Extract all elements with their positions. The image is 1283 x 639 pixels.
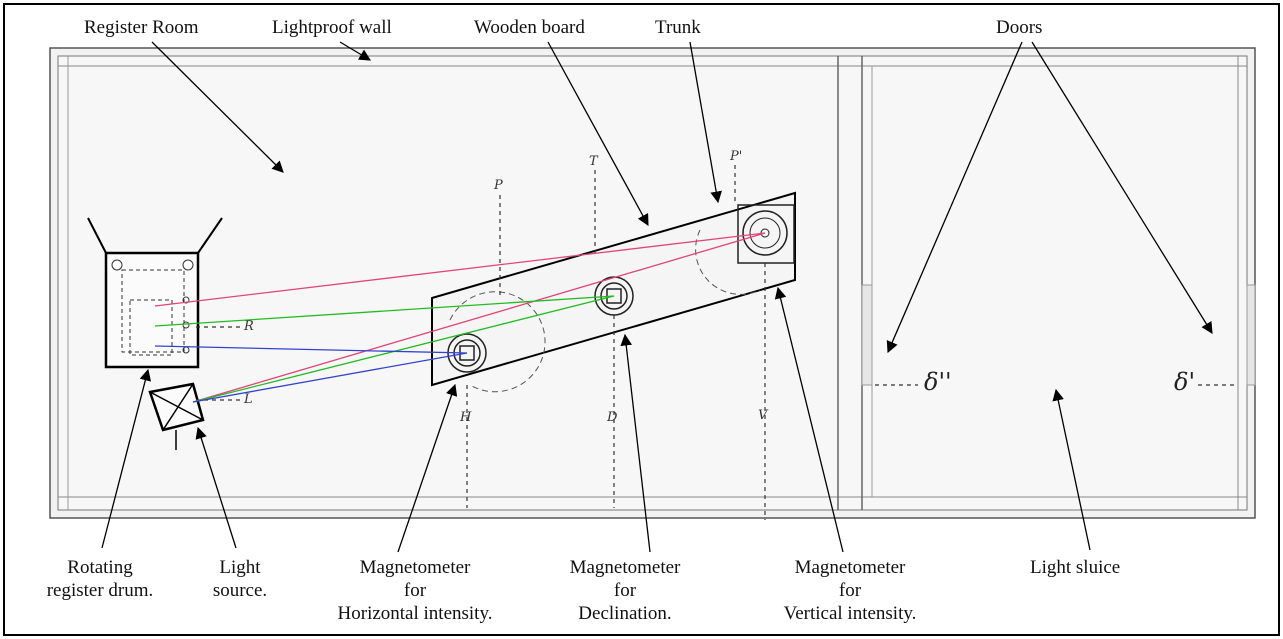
mark-p-prime: P' [730,149,743,164]
magnetometer-vertical [737,204,795,264]
mark-l: L [244,392,253,407]
beam-declination-to-drum [154,295,615,327]
light-beams [154,232,766,403]
door-left [861,284,873,386]
label-magnetometer-horizontal: Magnetometer for Horizontal intensity. [337,557,493,624]
pointer-arrows [101,41,1213,553]
beam-horizontal-to-drum [154,345,468,354]
beam-vertical-from-lamp [192,232,766,403]
light-source-lamp [148,382,205,450]
beam-horizontal-from-lamp [192,352,468,403]
mark-d: D [607,410,618,425]
label-trunk: Trunk [655,17,701,38]
mark-delta-single: δ' [1174,368,1196,396]
label-register-room: Register Room [84,17,199,38]
label-lightproof-wall: Lightproof wall [272,17,392,38]
mark-delta-double: δ'' [924,368,952,396]
reference-lines [196,165,1236,520]
register-drum [87,217,223,369]
mark-h: H [460,410,472,425]
mark-v: V [758,408,768,423]
label-doors: Doors [996,17,1043,38]
door-right [1246,284,1256,386]
label-light-source: Light source. [212,557,268,601]
label-magnetometer-declination: Magnetometer for Declination. [569,557,681,624]
label-wooden-board: Wooden board [474,17,585,38]
label-rotating-drum: Rotating register drum. [46,557,154,601]
label-magnetometer-vertical: Magnetometer for Vertical intensity. [783,557,917,624]
beam-vertical-to-drum [154,232,766,307]
label-light-sluice: Light sluice [1030,557,1121,578]
mark-r: R [244,319,254,334]
mark-t: T [589,154,598,169]
beam-declination-from-lamp [192,295,615,403]
mark-p: P [494,178,503,193]
